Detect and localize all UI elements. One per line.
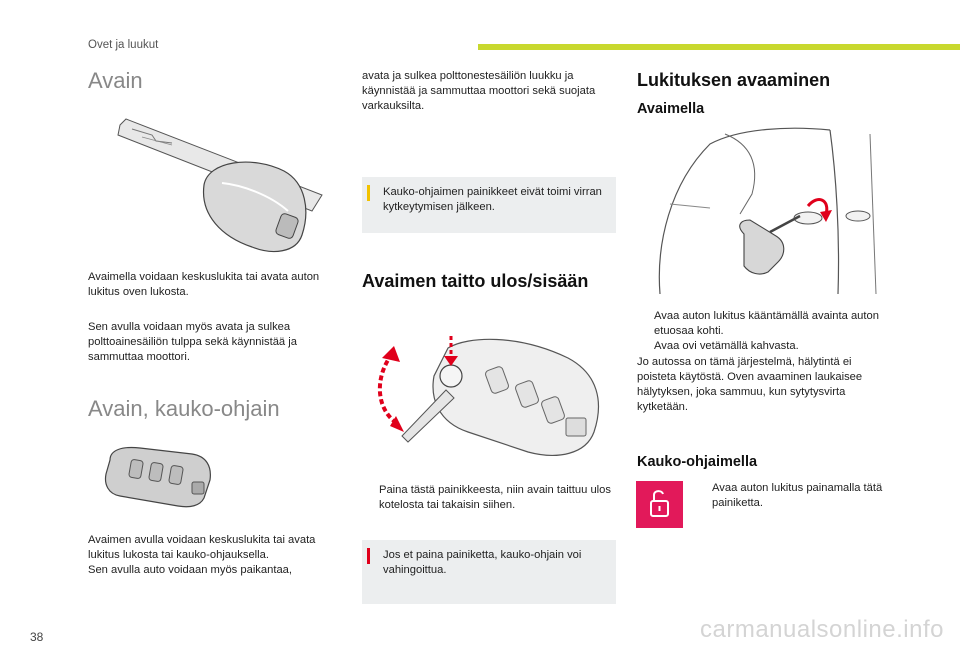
unlock-bullet-2-text: Avaa ovi vetämällä kahvasta. <box>654 340 799 352</box>
title-fold: Avaimen taitto ulos/sisään <box>362 271 589 291</box>
title-key: Avain <box>88 68 143 93</box>
key-illustration <box>117 118 323 253</box>
unlock-bullet-1-text: Avaa auton lukitus kääntämällä avainta a… <box>654 310 879 337</box>
bullet-symbol <box>637 339 648 354</box>
padlock-open-icon <box>650 490 669 517</box>
info-note: Kauko-ohjaimen painikkeet eivät toimi vi… <box>362 177 616 233</box>
warning-note-text: Jos et paina painiketta, kauko-ohjain vo… <box>383 549 582 576</box>
header-accent-bar <box>478 44 960 50</box>
remote-paragraph-2: Sen avulla auto voidaan myös paikantaa, <box>88 564 292 576</box>
fold-bullet: Paina tästä painikkeesta, niin avain tai… <box>362 483 612 513</box>
key-paragraph-1: Avaimella voidaan keskuslukita tai avata… <box>88 271 320 298</box>
remote-unlock-bullet: Avaa auton lukitus painamalla tätä paini… <box>695 481 885 511</box>
key-paragraph-2: Sen avulla voidaan myös avata ja sulkea … <box>88 321 297 363</box>
fold-key-illustration <box>378 336 600 456</box>
warning-icon <box>367 548 370 564</box>
alarm-paragraph: Jo autossa on tämä järjestelmä, hälytint… <box>637 356 863 413</box>
warning-note: Jos et paina painiketta, kauko-ohjain vo… <box>362 540 616 604</box>
info-note-text: Kauko-ohjaimen painikkeet eivät toimi vi… <box>383 186 602 213</box>
watermark: carmanualsonline.info <box>700 616 944 643</box>
section-label: Ovet ja luukut <box>88 39 159 51</box>
subtitle-key: Avaimella <box>637 101 705 117</box>
title-unlock: Lukituksen avaaminen <box>637 70 831 90</box>
remote-key-illustration <box>104 446 211 508</box>
bullet-symbol <box>637 309 648 339</box>
unlock-bullet-1: Avaa auton lukitus kääntämällä avainta a… <box>637 309 882 339</box>
page-number: 38 <box>30 630 44 644</box>
fold-bullet-text: Paina tästä painikkeesta, niin avain tai… <box>379 484 611 511</box>
info-icon <box>367 185 370 201</box>
continuation-paragraph: avata ja sulkea polttonestesäiliön luukk… <box>362 70 596 112</box>
title-remote-key: Avain, kauko-ohjain <box>88 396 280 421</box>
remote-paragraph-1: Avaimen avulla voidaan keskuslukita tai … <box>88 534 316 561</box>
car-door-illustration <box>658 127 877 295</box>
unlock-button-graphic <box>636 481 683 528</box>
subtitle-remote: Kauko-ohjaimella <box>637 454 758 470</box>
unlock-bullet-2: Avaa ovi vetämällä kahvasta. <box>637 339 882 354</box>
remote-unlock-bullet-text: Avaa auton lukitus painamalla tätä paini… <box>712 482 883 509</box>
bullet-symbol <box>362 483 373 513</box>
bullet-symbol <box>695 481 706 511</box>
